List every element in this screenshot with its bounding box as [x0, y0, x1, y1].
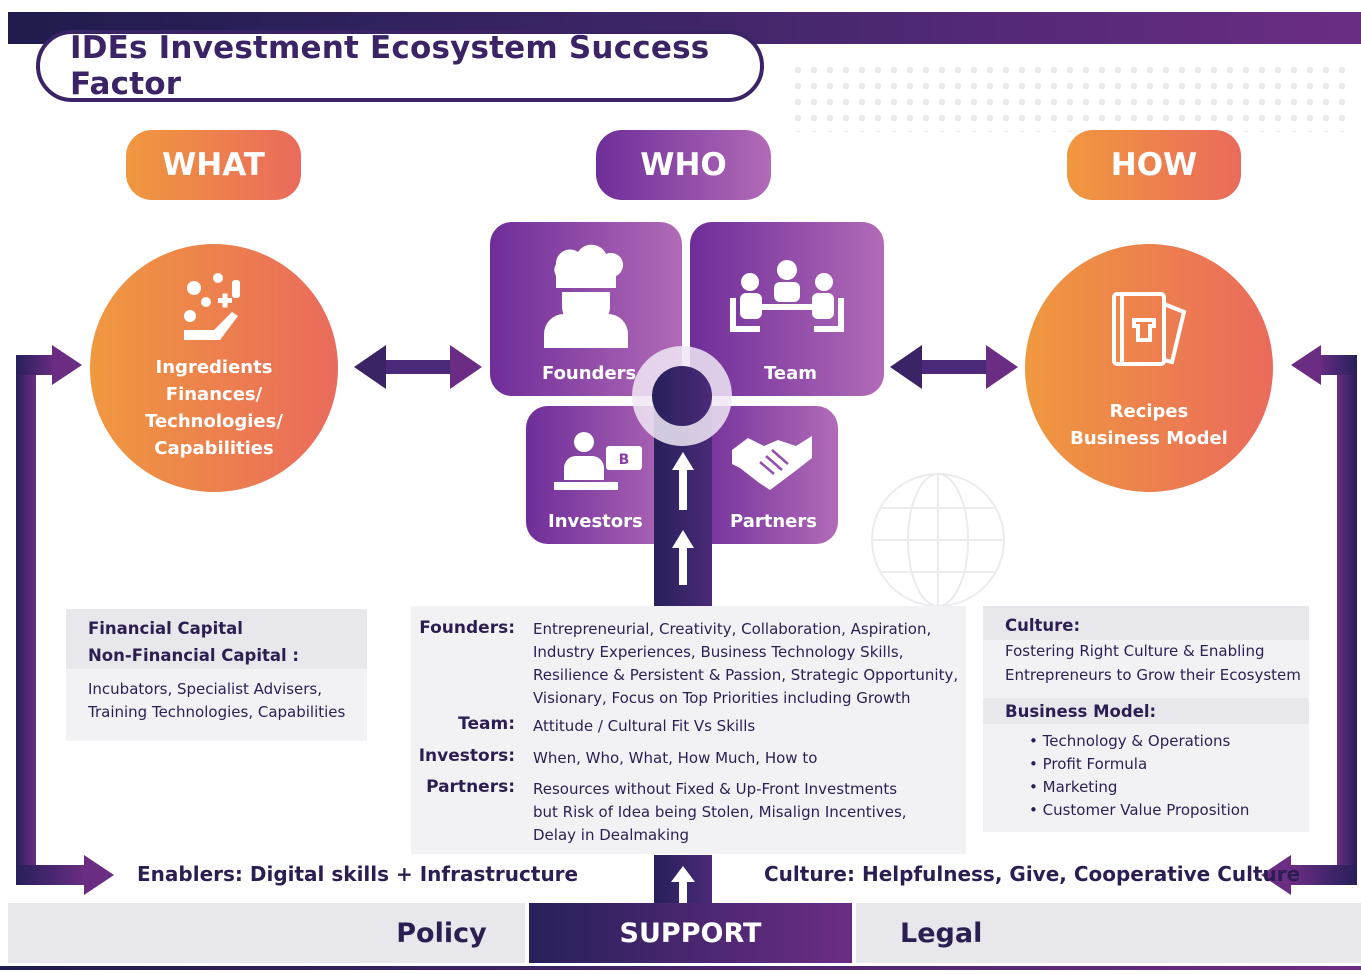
policy-label: Policy — [396, 917, 487, 949]
who-header-label: WHO — [640, 147, 727, 183]
what-header-label: WHAT — [162, 147, 265, 183]
partners-text-1: Resources without Fixed & Up-Front Inves… — [533, 780, 898, 798]
how-line-2: Business Model — [1070, 428, 1228, 449]
financial-capital-heading: Financial Capital — [88, 619, 243, 638]
partners-row-label: Partners: — [426, 777, 515, 797]
up-arrow-lower-icon — [671, 866, 695, 903]
enablers-text: Enablers: Digital skills + Infrastructur… — [137, 862, 579, 886]
what-body-line-2: Training Technologies, Capabilities — [88, 703, 346, 721]
non-financial-capital-heading: Non-Financial Capital : — [88, 646, 299, 665]
title-pill: IDEs Investment Ecosystem Success Factor — [36, 30, 764, 102]
investor-icon: B — [554, 432, 642, 490]
bm-item-1: • Technology & Operations — [1029, 732, 1231, 750]
bm-item-4: • Customer Value Proposition — [1029, 801, 1250, 819]
how-line-1: Recipes — [1109, 401, 1189, 422]
partners-text-3: Delay in Dealmaking — [533, 826, 690, 844]
how-header: HOW — [1067, 130, 1241, 200]
founders-text-3: Resilience & Persistent & Passion, Strat… — [533, 666, 959, 684]
bm-item-3: • Marketing — [1029, 778, 1118, 796]
partners-label: Partners — [730, 511, 817, 532]
founders-text-2: Industry Experiences, Business Technolog… — [533, 643, 904, 661]
handshake-icon — [732, 436, 812, 490]
what-details-box: Financial Capital Non-Financial Capital … — [66, 609, 367, 741]
what-line-3: Technologies/ — [145, 411, 283, 432]
support-block: SUPPORT — [529, 903, 852, 963]
recipe-book-icon — [1112, 292, 1187, 366]
up-arrows-icon — [672, 452, 694, 585]
culture-heading: Culture: — [1005, 616, 1081, 635]
culture-text-2: Entrepreneurs to Grow their Ecosystem — [1005, 666, 1301, 684]
svg-text:B: B — [619, 452, 630, 468]
partners-text-2: but Risk of Idea being Stolen, Misalign … — [533, 803, 907, 821]
ingredients-icon — [184, 273, 240, 340]
culture-text-1: Fostering Right Culture & Enabling — [1005, 642, 1265, 660]
what-circle: Ingredients Finances/ Technologies/ Capa… — [90, 244, 338, 492]
bm-item-3-text: Marketing — [1042, 778, 1118, 796]
bm-item-4-text: Customer Value Proposition — [1042, 801, 1250, 819]
what-line-2: Finances/ — [165, 384, 263, 405]
globe-watermark-icon — [871, 473, 1005, 607]
what-who-double-arrow — [354, 345, 482, 389]
team-row-label: Team: — [458, 714, 515, 734]
who-header: WHO — [596, 130, 771, 200]
page-title: IDEs Investment Ecosystem Success Factor — [70, 30, 710, 102]
founders-label: Founders — [542, 363, 637, 384]
bm-item-1-text: Technology & Operations — [1042, 732, 1231, 750]
center-hub — [652, 366, 712, 426]
how-header-label: HOW — [1110, 147, 1198, 183]
culture-bottom-text: Culture: Helpfulness, Give, Cooperative … — [764, 862, 1301, 886]
left-connector — [16, 345, 114, 895]
team-text: Attitude / Cultural Fit Vs Skills — [533, 717, 756, 735]
what-line-4: Capabilities — [154, 438, 274, 459]
business-model-heading: Business Model: — [1005, 702, 1157, 721]
bottom-line — [0, 966, 1361, 970]
policy-block: Policy — [8, 903, 525, 963]
what-header: WHAT — [126, 130, 301, 200]
legal-block: Legal — [856, 903, 1361, 963]
legal-label: Legal — [900, 917, 983, 949]
right-connector — [1261, 345, 1357, 895]
team-meeting-icon — [730, 260, 844, 332]
team-label: Team — [764, 363, 817, 384]
support-label: SUPPORT — [619, 917, 762, 949]
investors-text: When, Who, What, How Much, How to — [533, 749, 818, 767]
dot-pattern — [790, 62, 1350, 132]
founders-text-4: Visionary, Focus on Top Priorities inclu… — [533, 689, 911, 707]
who-details-box: Founders: Entrepreneurial, Creativity, C… — [411, 606, 966, 854]
what-body-line-1: Incubators, Specialist Advisers, — [88, 680, 323, 698]
founders-text-1: Entrepreneurial, Creativity, Collaborati… — [533, 620, 932, 638]
what-line-1: Ingredients — [155, 357, 273, 378]
how-circle: Recipes Business Model — [1025, 244, 1273, 492]
founders-row-label: Founders: — [419, 618, 515, 638]
who-how-double-arrow — [890, 345, 1018, 389]
investors-label: Investors — [548, 511, 643, 532]
bm-item-2-text: Profit Formula — [1042, 755, 1148, 773]
investors-row-label: Investors: — [418, 746, 515, 766]
how-details-box: Culture: Fostering Right Culture & Enabl… — [983, 606, 1309, 832]
chef-icon — [544, 244, 628, 348]
bm-item-2: • Profit Formula — [1029, 755, 1148, 773]
